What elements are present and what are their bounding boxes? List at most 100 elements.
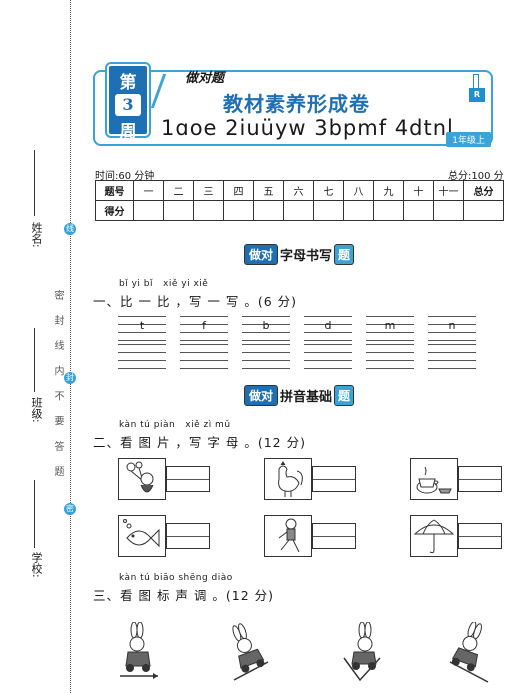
week-number: 3 [115, 94, 141, 116]
section-text: 拼音基础 [280, 389, 333, 405]
umbrella-icon [410, 515, 458, 557]
seal-mark-2: 封 [64, 372, 76, 384]
writing-grid-blank[interactable] [366, 344, 414, 369]
bunny-falling-tone-icon [448, 621, 492, 683]
section-header-pinyin-basics: 做对 拼音基础 题 [244, 384, 355, 406]
score-header-cell: 四 [223, 180, 254, 201]
score-table: 题号 一 二 三 四 五 六 七 八 九 十 十一 总分 得分 [95, 180, 504, 221]
answer-box[interactable] [166, 523, 210, 549]
class-line [34, 328, 35, 392]
score-cell[interactable] [133, 200, 164, 221]
score-cell[interactable] [463, 200, 504, 221]
week-badge-bottom: 周 [119, 122, 137, 142]
score-cell[interactable] [313, 200, 344, 221]
class-label: 班级: [30, 397, 43, 423]
section-text: 字母书写 [280, 248, 333, 264]
score-cell[interactable] [223, 200, 254, 221]
fish-icon [118, 515, 166, 557]
score-header-row: 题号 一 二 三 四 五 六 七 八 九 十 十一 总分 [95, 180, 504, 201]
bunny-rising-tone-icon [228, 622, 272, 682]
answer-box[interactable] [166, 466, 210, 492]
writing-grid-blank[interactable] [118, 344, 166, 369]
score-header-cell: 七 [313, 180, 344, 201]
page-title: 教材素养形成卷 [223, 92, 370, 116]
q2-text: 二、看 图 片 ，写 字 母 。(12 分) [93, 435, 306, 450]
q2-pinyin: kàn tú piàn xiě zì mǔ [119, 420, 231, 430]
name-label: 姓名: [30, 222, 43, 248]
q3-pinyin: kàn tú biāo shēng diào [119, 573, 233, 583]
page-subtitle: 1ɑoe 2iuüyw 3bpmf 4dtnl [161, 116, 454, 140]
week-badge-top: 第 [119, 73, 137, 93]
writing-grid-blank[interactable] [428, 344, 476, 369]
school-label: 学校: [30, 552, 43, 578]
writing-grid[interactable]: f [180, 316, 228, 341]
week-badge: 第 3 周 [107, 64, 149, 142]
seal-mark-3: 密 [64, 503, 76, 515]
answer-box[interactable] [458, 523, 502, 549]
score-header-cell: 三 [193, 180, 224, 201]
seal-text: 密 封 线 内 不 要 答 题 [52, 290, 63, 483]
writing-grid[interactable]: d [304, 316, 352, 341]
score-header-cell: 题号 [95, 180, 134, 201]
score-cell[interactable] [193, 200, 224, 221]
score-cell[interactable] [283, 200, 314, 221]
score-header-cell: 十一 [433, 180, 464, 201]
score-cell[interactable] [343, 200, 374, 221]
writing-grid-blank[interactable] [180, 344, 228, 369]
writing-grid-blank[interactable] [242, 344, 290, 369]
binding-dotted-line [70, 0, 71, 693]
score-header-cell: 九 [373, 180, 404, 201]
q1-pinyin: bǐ yi bǐ xiě yi xiě [119, 279, 209, 289]
score-header-cell: 二 [163, 180, 194, 201]
score-row-label: 得分 [95, 200, 134, 221]
q3-text: 三、看 图 标 声 调 。(12 分) [93, 588, 274, 603]
writing-grid-blank[interactable] [304, 344, 352, 369]
section-end-tag: 题 [334, 243, 355, 265]
score-cell[interactable] [163, 200, 194, 221]
score-header-cell: 十 [403, 180, 434, 201]
section-tag: 做对 [244, 384, 279, 406]
answer-box[interactable] [312, 523, 356, 549]
score-header-cell: 五 [253, 180, 284, 201]
writing-grid[interactable]: m [366, 316, 414, 341]
binding-margin: 姓名: 班级: 学校: 密 封 线 内 不 要 答 题 线 封 密 [0, 0, 80, 693]
name-line [34, 150, 35, 216]
r-tag-hanger [473, 74, 479, 88]
section-header-letter-writing: 做对 字母书写 题 [244, 243, 355, 265]
grid-letter: d [324, 319, 332, 332]
school-line [34, 480, 35, 548]
q1-text: 一、比 一 比 ，写 一 写 。(6 分) [93, 294, 298, 309]
seal-mark-1: 线 [64, 223, 76, 235]
writing-grid[interactable]: t [118, 316, 166, 341]
grid-letter: f [202, 319, 206, 332]
score-value-row: 得分 [95, 200, 504, 221]
grid-letter: b [262, 319, 270, 332]
girl-with-balloons-icon [118, 458, 166, 500]
score-header-cell: 八 [343, 180, 374, 201]
grid-letter: m [384, 319, 396, 332]
writing-grid[interactable]: b [242, 316, 290, 341]
answer-box[interactable] [312, 466, 356, 492]
score-cell[interactable] [253, 200, 284, 221]
score-cell[interactable] [433, 200, 464, 221]
answer-box[interactable] [458, 466, 502, 492]
boy-running-icon [264, 515, 312, 557]
grade-label: 1年级上 [446, 132, 491, 147]
writing-grid[interactable]: n [428, 316, 476, 341]
score-cell[interactable] [403, 200, 434, 221]
grid-letter: n [448, 319, 456, 332]
r-tag-icon: R [469, 88, 485, 102]
banner-frame [93, 70, 493, 146]
bunny-dipping-tone-icon [340, 621, 384, 682]
series-name: 做对题 [185, 71, 225, 86]
section-end-tag: 题 [334, 384, 355, 406]
grid-letter: t [139, 319, 145, 332]
header-banner: 第 3 周 做对题 教材素养形成卷 1ɑoe 2iuüyw 3bpmf 4dtn… [93, 64, 503, 148]
total-label: 总分:100 分 [448, 171, 504, 182]
score-cell[interactable] [373, 200, 404, 221]
score-header-cell: 总分 [463, 180, 504, 201]
score-header-cell: 一 [133, 180, 164, 201]
rooster-icon [264, 458, 312, 500]
teacup-icon [410, 458, 458, 500]
bunny-flat-tone-icon [118, 621, 162, 682]
